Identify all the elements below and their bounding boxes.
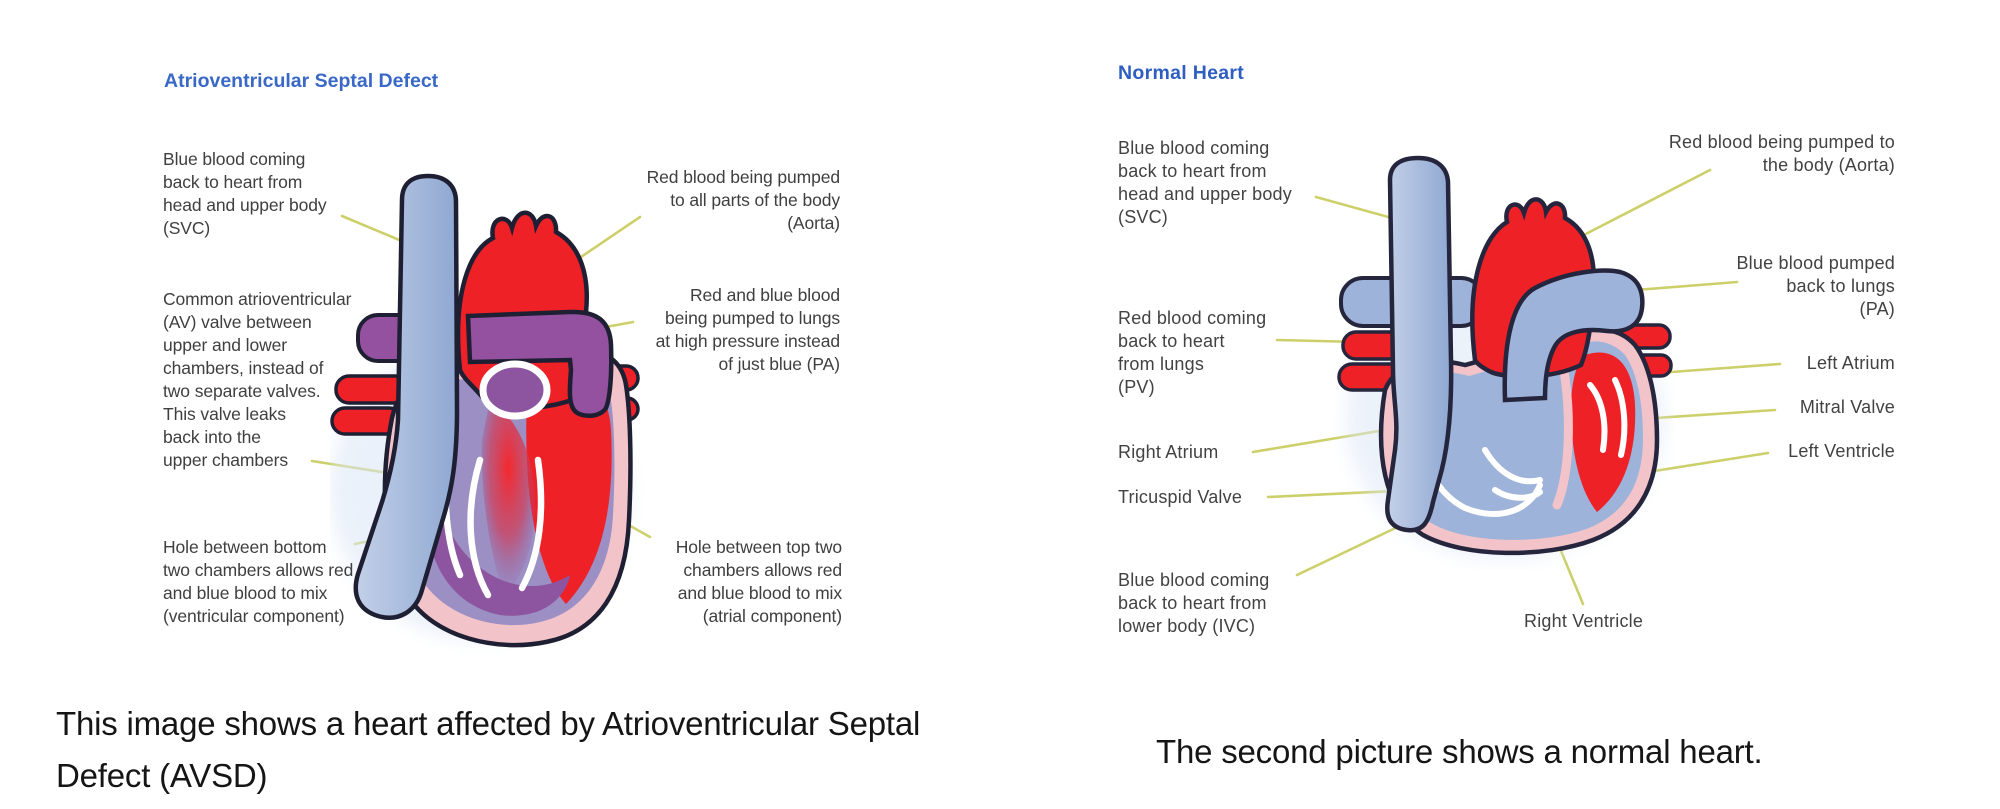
normal-label-ivc: Blue blood coming back to heart from low…: [1118, 570, 1270, 636]
avsd-label-svc: Blue blood coming back to heart from hea…: [163, 149, 327, 238]
normal-label-left-atrium: Left Atrium: [1806, 353, 1895, 373]
septum: [1552, 360, 1573, 510]
avsd-label-atrial-hole: Hole between top two chambers allows red…: [675, 537, 842, 626]
ventricle-purple: [424, 490, 570, 616]
avsd-label-pa: Red and blue blood being pumped to lungs…: [655, 285, 840, 374]
normal-label-svc: Blue blood coming back to heart from hea…: [1118, 138, 1292, 227]
common-av-valve-ring: [479, 360, 551, 420]
normal-label-aorta: Red blood being pumped to the body (Aort…: [1668, 132, 1895, 175]
left-chambers-red: [526, 379, 612, 604]
normal-label-pv: Red blood coming back to heart from lung…: [1118, 308, 1267, 397]
normal-label-right-ventricle: Right Ventricle: [1524, 611, 1644, 631]
normal-label-left-ventricle: Left Ventricle: [1788, 441, 1895, 461]
svc-vessel: [353, 173, 460, 620]
avsd-label-aorta: Red blood being pumped to all parts of t…: [646, 167, 840, 233]
normal-caption: The second picture shows a normal heart.: [1156, 733, 1763, 770]
svc-ivc-vessel: [1385, 155, 1454, 533]
normal-heart-illustration: [1337, 155, 1673, 560]
avsd-heart-illustration: [330, 173, 640, 648]
normal-label-mitral-valve: Mitral Valve: [1799, 397, 1895, 417]
avsd-label-ventricular-hole: Hole between bottom two chambers allows …: [163, 537, 354, 626]
pulmonary-artery: [465, 309, 614, 418]
pulmonary-artery: [1502, 268, 1645, 403]
avsd-title: Atrioventricular Septal Defect: [164, 70, 439, 92]
blood-mixing-region: [481, 400, 535, 595]
normal-label-pa: Blue blood pumped back to lungs (PA): [1736, 253, 1895, 319]
normal-label-tricuspid-valve: Tricuspid Valve: [1118, 487, 1243, 507]
normal-label-right-atrium: Right Atrium: [1118, 442, 1219, 462]
avsd-caption: This image shows a heart affected by Atr…: [56, 705, 921, 794]
avsd-label-av-valve: Common atrioventricular (AV) valve betwe…: [163, 289, 352, 470]
normal-title: Normal Heart: [1118, 62, 1245, 84]
